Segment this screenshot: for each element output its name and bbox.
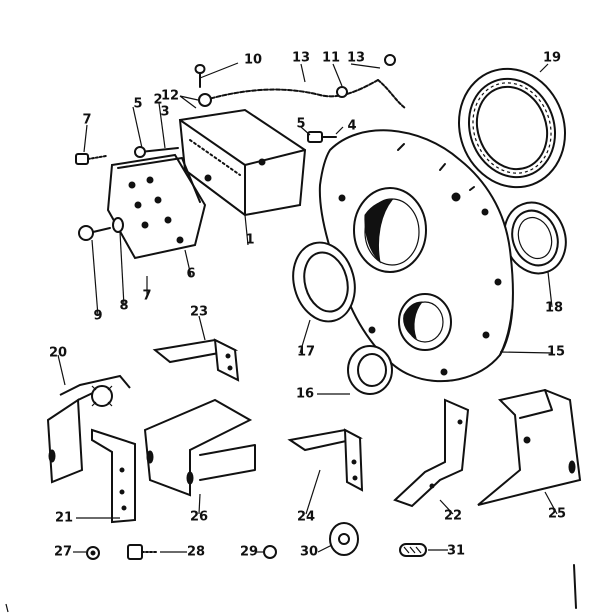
cable-15	[194, 54, 406, 109]
callout-6: 6	[186, 266, 196, 282]
bracket-25	[287, 428, 364, 492]
callout-11: 10	[243, 52, 263, 68]
callout-5b: 5	[296, 116, 306, 132]
callout-5a: 5	[133, 96, 143, 112]
callout-24: 23	[189, 304, 209, 320]
callout-23: 22	[443, 508, 463, 524]
callout-15: 13	[291, 50, 311, 66]
bracket-26	[477, 388, 582, 506]
callout-19: 18	[544, 300, 564, 316]
leader-lines	[57, 62, 558, 553]
callout-27: 26	[189, 509, 209, 525]
callout-1: 1	[245, 232, 255, 248]
cover-plate-6	[106, 153, 207, 260]
bolt-10	[78, 225, 111, 241]
screw-4	[307, 131, 337, 143]
bearing-ring-19	[503, 201, 567, 275]
bolt-29	[127, 544, 159, 560]
scan-mark	[573, 564, 577, 609]
callout-25: 24	[296, 509, 316, 525]
callout-28: 27	[53, 544, 73, 560]
nut-28	[86, 546, 100, 560]
callout-2: 2	[153, 92, 163, 108]
callout-26: 25	[547, 506, 567, 522]
callout-32: 31	[446, 543, 466, 559]
pin-32	[399, 543, 427, 557]
bracket-23	[393, 398, 470, 508]
callout-17: 16	[295, 386, 315, 402]
callout-4: 4	[347, 118, 357, 134]
scan-mark	[5, 603, 9, 613]
callout-8: 7	[82, 112, 92, 128]
callout-31: 30	[299, 544, 319, 560]
callout-9: 8	[119, 298, 129, 314]
callout-13: 12	[160, 88, 180, 104]
screw-2	[134, 146, 179, 158]
bracket-24	[152, 338, 240, 382]
callout-22: 21	[54, 510, 74, 526]
nut-30	[263, 545, 277, 559]
callout-16: 15	[546, 344, 566, 360]
callout-10: 9	[93, 308, 103, 324]
bracket-21	[46, 374, 131, 484]
bracket-27	[143, 398, 256, 497]
callout-20: 19	[542, 50, 562, 66]
housing-plate-16	[318, 129, 514, 383]
bracket-22	[91, 428, 136, 524]
washer-9	[112, 217, 124, 233]
screw-8	[75, 153, 107, 165]
seal-ring-17	[347, 345, 393, 395]
callout-30: 29	[239, 544, 259, 560]
washer-31	[329, 522, 359, 556]
callout-7: 7	[142, 288, 152, 304]
callout-12: 11	[321, 50, 341, 66]
seal-ring-18	[292, 241, 356, 323]
callout-14: 13	[346, 50, 366, 66]
callout-3: 3	[160, 104, 170, 120]
callout-21: 20	[48, 345, 68, 361]
callout-18: 17	[296, 344, 316, 360]
bearing-ring-20	[458, 67, 566, 189]
callout-29: 28	[186, 544, 206, 560]
